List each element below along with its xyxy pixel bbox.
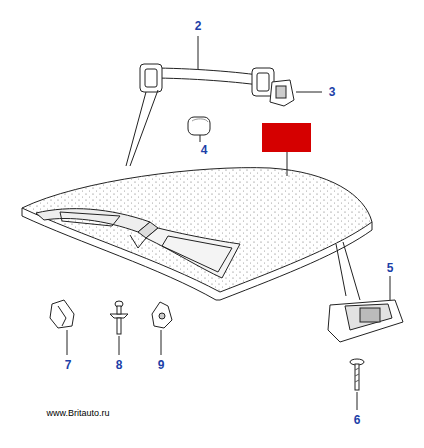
callout-number: 6: [354, 414, 361, 426]
callout-number: 8: [116, 359, 123, 371]
callout-number: 2: [195, 20, 202, 32]
callout-number: 4: [201, 144, 208, 156]
callout-number: 5: [387, 262, 394, 274]
watermark: www.Britauto.ru: [46, 409, 109, 418]
callout-number: 3: [329, 86, 336, 98]
callout-number: 7: [65, 359, 72, 371]
callout-number: 9: [158, 359, 165, 371]
